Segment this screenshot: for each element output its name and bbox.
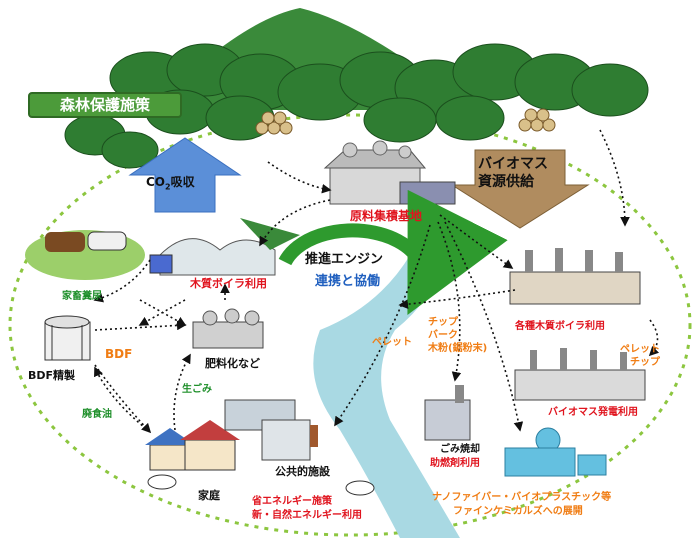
co2-absorb-text: 吸収 xyxy=(170,175,195,189)
bdf-tank-illustration xyxy=(44,315,91,361)
wood-boiler-plant-illustration xyxy=(509,248,641,305)
co2-text: CO xyxy=(146,175,166,189)
pellet-chip-label-1: ペレット xyxy=(620,344,660,355)
incinerator-illustration xyxy=(424,385,471,441)
co2-subscript: 2 xyxy=(165,182,171,192)
biomass-supply-label-2: 資源供給 xyxy=(478,174,534,190)
home-label: 家庭 xyxy=(198,489,220,502)
pellet-label: ペレット xyxy=(372,337,412,348)
wood-boiler-label: 木質ボイラ利用 xyxy=(190,277,267,290)
nano-label-1: ナノファイバー・バイオプラスチック等 xyxy=(432,492,612,503)
nano-label-2: ファインケミカルズへの展開 xyxy=(453,506,583,517)
cooperation-label: 連携と協働 xyxy=(315,274,381,289)
forest-policy-label: 森林保護施策 xyxy=(28,92,182,118)
fertilizer-plant-illustration xyxy=(192,308,264,349)
combustion-aid-label: 助燃剤利用 xyxy=(430,458,480,469)
livestock-illustration xyxy=(25,230,145,280)
fertilizer-label: 肥料化など xyxy=(205,357,260,370)
material-base-label: 原料集積基地 xyxy=(350,209,423,223)
power-plant-illustration xyxy=(514,348,646,401)
log-pile-illustration xyxy=(255,108,556,135)
chip-label-1: チップ xyxy=(428,317,458,328)
bdf-label: BDF xyxy=(105,347,133,361)
various-boiler-label: 各種木質ボイラ利用 xyxy=(515,321,605,332)
engine-cycle-arrow xyxy=(278,189,508,316)
chip-label-2: バーク xyxy=(428,330,458,341)
chip-label-3: 木粉(鋸粉末) xyxy=(428,343,488,354)
flow-arrows xyxy=(93,129,660,434)
incineration-label: ごみ焼却 xyxy=(440,444,480,455)
biomass-power-label: バイオマス発電利用 xyxy=(548,407,638,418)
cycle-ellipse xyxy=(8,113,692,537)
livestock-label: 家畜糞尿 xyxy=(62,291,102,302)
co2-arrow xyxy=(128,137,242,213)
chemical-plant-illustration xyxy=(504,427,607,477)
pellet-chip-label-2: チップ xyxy=(630,357,660,368)
energy-policy-label-1: 省エネルギー施策 xyxy=(252,496,332,507)
co2-absorption-label: CO2吸収 xyxy=(146,176,195,191)
biomass-supply-label-1: バイオマス xyxy=(478,156,548,172)
garbage-label: 生ごみ xyxy=(182,384,212,395)
public-facility-illustration xyxy=(224,399,375,496)
waste-oil-label: 廃食油 xyxy=(82,409,112,420)
engine-label: 推進エンジン xyxy=(305,252,384,267)
energy-policy-label-2: 新・自然エネルギー利用 xyxy=(252,510,362,521)
biomass-supply-arrow xyxy=(450,149,590,229)
greenhouse-illustration xyxy=(149,218,300,276)
public-facility-label: 公共的施設 xyxy=(275,465,330,478)
bdf-refine-label: BDF精製 xyxy=(28,369,76,382)
factory-illustration xyxy=(323,140,456,205)
home-illustration xyxy=(145,420,240,490)
